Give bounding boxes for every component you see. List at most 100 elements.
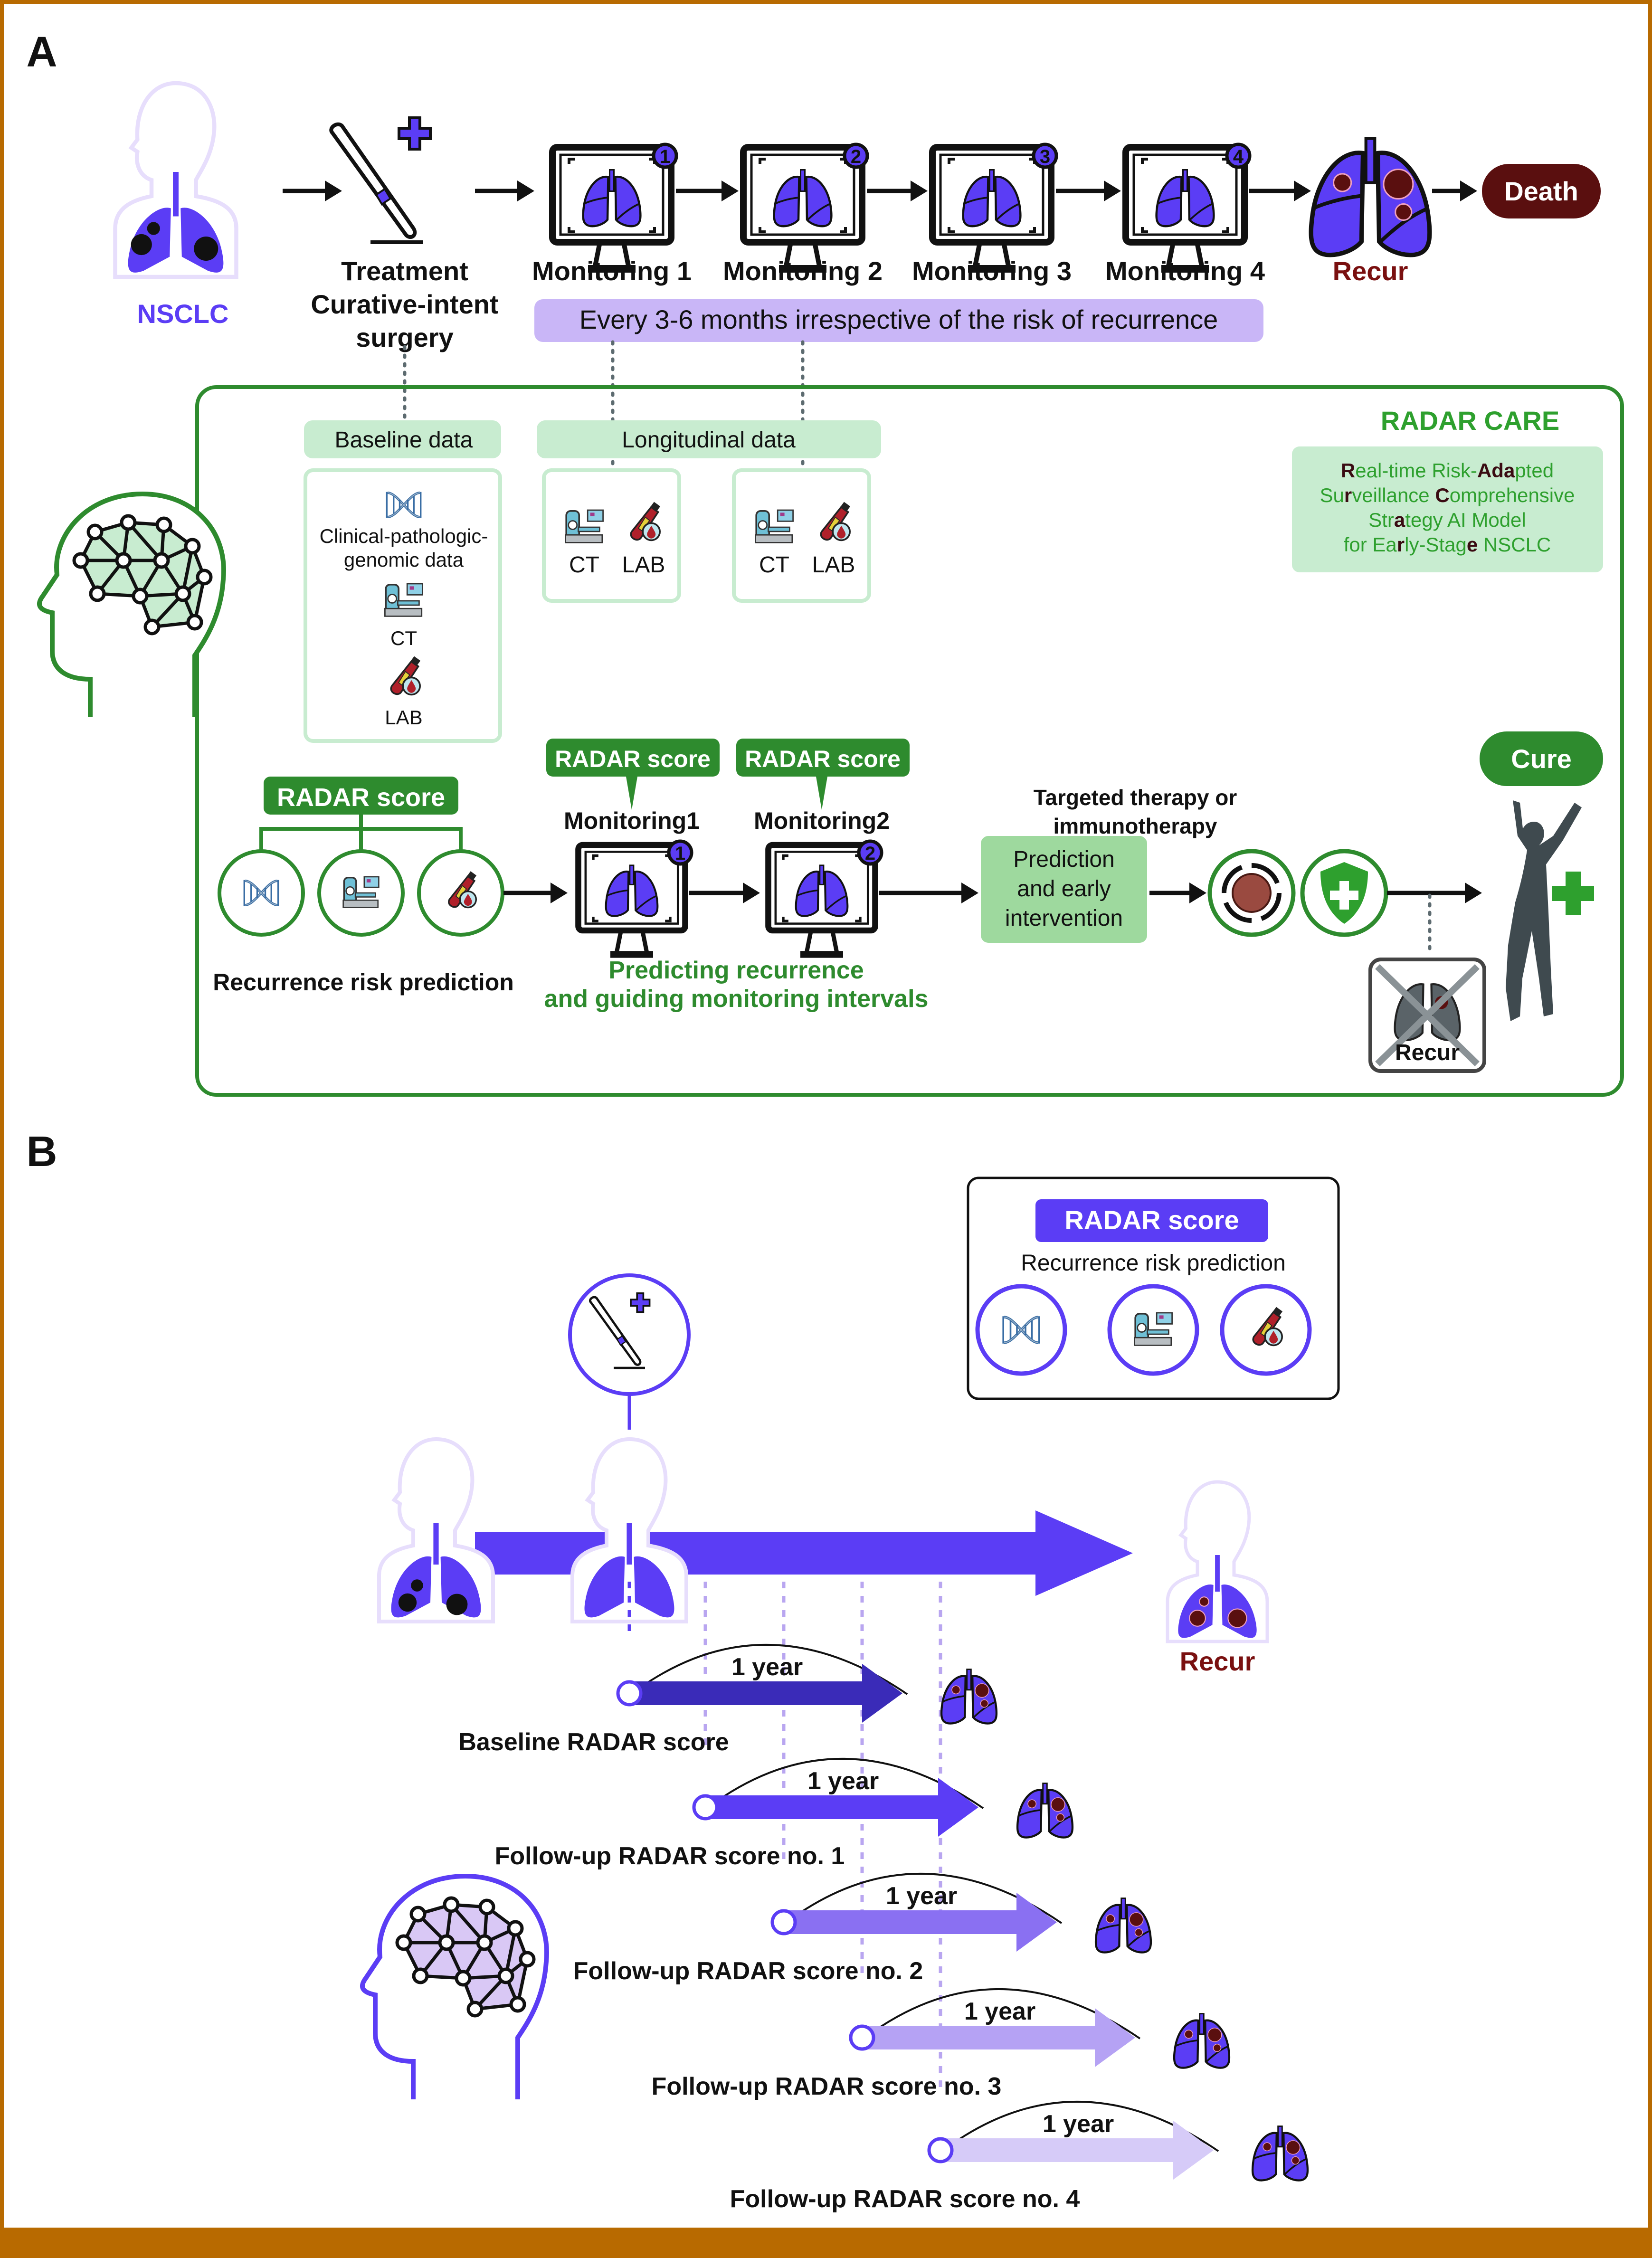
monitoring-label: Monitoring 1 xyxy=(532,256,692,286)
longitudinal-data-header xyxy=(537,420,881,458)
ct-monitor-icon xyxy=(769,845,875,958)
trachea xyxy=(173,172,179,217)
acronym-line: Strategy AI Model xyxy=(1368,509,1526,531)
monitoring-label: Monitoring2 xyxy=(754,807,890,834)
acronym-segment: Su xyxy=(1320,484,1344,506)
lungs-icon xyxy=(1174,2014,1229,2068)
monitoring-label: Monitoring 4 xyxy=(1105,256,1265,286)
callout-pointer xyxy=(816,777,827,810)
tumor-icon xyxy=(446,1594,468,1615)
arrow-to-death-head-icon xyxy=(1460,180,1477,201)
badge-circle xyxy=(652,142,678,169)
nsclc-label: NSCLC xyxy=(137,299,229,329)
interval-banner xyxy=(534,299,1263,342)
score-timepoint-node[interactable] xyxy=(616,1680,643,1707)
monitoring-label: Monitoring1 xyxy=(564,807,700,834)
prediction-intervention-box xyxy=(981,836,1147,943)
ai-brain-head-icon xyxy=(37,491,226,717)
tumor-cell-icon xyxy=(1232,873,1272,913)
surgery-scalpel-icon xyxy=(329,116,432,244)
radar-score-callout xyxy=(546,739,720,777)
acronym-segment: tegy AI Model xyxy=(1405,509,1526,531)
nsclc-patient-figure xyxy=(377,1437,495,1624)
monitor-badge-number: 3 xyxy=(1040,146,1050,167)
score-interval-arrowhead xyxy=(1095,2008,1135,2067)
ct-monitor-icon xyxy=(932,147,1051,273)
network-node xyxy=(409,1906,427,1923)
tumor-icon xyxy=(1129,1912,1144,1927)
score-timepoint-node[interactable] xyxy=(927,2137,954,2163)
tumor-icon xyxy=(194,237,218,261)
network-node xyxy=(395,1934,412,1951)
network-node xyxy=(466,2001,484,2018)
network-node xyxy=(519,1951,536,1968)
baseline-data-label: Baseline data xyxy=(335,427,473,453)
score-timepoint-node[interactable] xyxy=(770,1909,797,1935)
interval-label: 1 year xyxy=(964,1998,1035,2025)
crossed-recur-label: Recur xyxy=(1395,1040,1460,1065)
medical-cross-icon xyxy=(630,1292,651,1313)
badge-circle xyxy=(857,839,883,866)
badge-circle xyxy=(843,142,869,169)
tumor-icon xyxy=(131,234,152,256)
arrow-monitor1-to-2-head-icon xyxy=(743,882,760,903)
trachea xyxy=(627,1523,632,1565)
tumor-icon xyxy=(1027,1799,1037,1809)
network-edge xyxy=(450,1903,486,1944)
longitudinal-data-label: Longitudinal data xyxy=(622,427,796,453)
recurrence-lungs-icon xyxy=(1174,2014,1229,2068)
score-interval-arrowhead xyxy=(1173,2121,1214,2180)
interval-label: 1 year xyxy=(886,1882,957,1910)
therapy-label: immunotherapy xyxy=(1053,814,1217,838)
cure-pill xyxy=(1480,731,1603,786)
score-timepoint-node[interactable] xyxy=(849,2024,875,2051)
network-face xyxy=(81,560,123,594)
network-face xyxy=(446,1943,484,1978)
ct-monitor-icon xyxy=(1126,147,1244,273)
score-interval-bar xyxy=(784,1910,1019,1934)
network-face xyxy=(183,577,204,622)
network-node xyxy=(184,538,201,555)
acronym-segment: Ada xyxy=(1477,459,1515,482)
tumor-icon xyxy=(1383,169,1414,200)
score-timepoint-node[interactable] xyxy=(692,1794,719,1821)
tumor-icon xyxy=(411,1579,423,1592)
acronym-segment: e xyxy=(1467,533,1478,556)
arrow-to-treatment-head-icon xyxy=(325,180,342,201)
radar-score-legend-badge xyxy=(1035,1199,1268,1242)
tumor-icon xyxy=(975,1683,989,1698)
recurrence-lungs-icon xyxy=(1017,1784,1073,1838)
acronym-segment: a xyxy=(1394,509,1405,531)
acronym-segment: NSCLC xyxy=(1478,533,1551,556)
nsclc-patient-figure xyxy=(113,81,238,279)
baseline-data-header xyxy=(304,420,501,458)
acronym-segment: C xyxy=(1435,484,1449,506)
cross-out-icon xyxy=(1375,964,1480,1067)
network-node xyxy=(412,1967,429,1984)
tumor-icon xyxy=(1227,1608,1247,1628)
score-interval-bar xyxy=(629,1681,864,1705)
predicting-recurrence-text: and guiding monitoring intervals xyxy=(544,985,929,1013)
right-lung xyxy=(634,1556,674,1618)
badge-circle xyxy=(1225,142,1252,169)
lungs-icon xyxy=(1253,2126,1308,2181)
network-node xyxy=(438,1934,455,1951)
network-node xyxy=(132,588,149,605)
network-node xyxy=(455,1970,472,1987)
radar-score-callout-label: RADAR score xyxy=(555,746,711,772)
monitor-badge-number: 1 xyxy=(660,146,670,167)
health-cross-icon xyxy=(1552,872,1594,915)
network-node xyxy=(115,552,132,569)
lab-label: LAB xyxy=(385,706,422,729)
recurrence-lungs-icon xyxy=(1096,1898,1151,1953)
acronym-segment: pted xyxy=(1515,459,1554,482)
tumor-icon xyxy=(1291,2156,1300,2165)
radar-score-callout-label: RADAR score xyxy=(745,746,901,772)
prediction-box-text: intervention xyxy=(1005,906,1123,931)
acronym-segment: for Ea xyxy=(1344,533,1397,556)
left-lung xyxy=(584,1556,625,1618)
main-timeline-bar xyxy=(475,1532,1035,1575)
score-interval-bar xyxy=(862,2026,1097,2049)
network-face xyxy=(97,560,140,596)
